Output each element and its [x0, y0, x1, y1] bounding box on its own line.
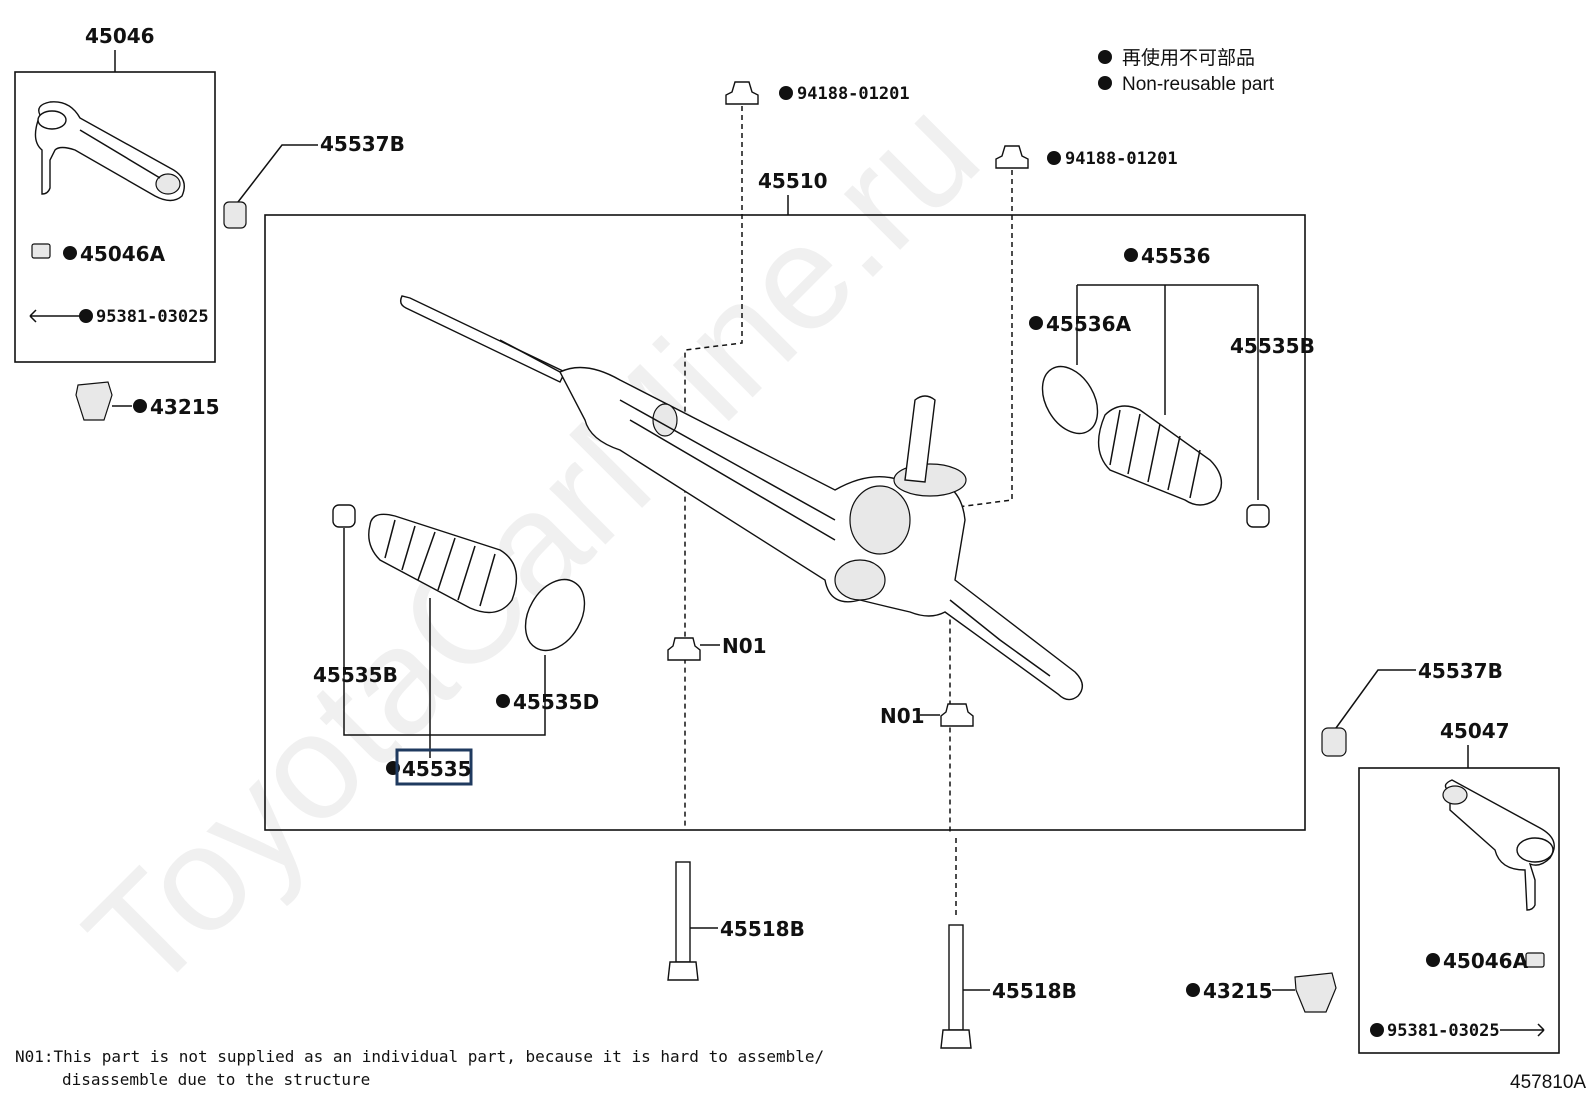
legend-en: Non-reusable part: [1122, 74, 1275, 95]
boot-right-group[interactable]: 45536 45536A 45535B: [1029, 244, 1315, 528]
boot-cap-right-group[interactable]: 43215: [1186, 972, 1337, 1013]
steering-rack-icon[interactable]: [399, 295, 1083, 701]
flange-nut-icon: [725, 81, 759, 105]
legend: 再使用不可部品 Non-reusable part: [1098, 47, 1275, 95]
bushing-left-group[interactable]: 45537B: [223, 132, 405, 229]
mount-nut-icon: [940, 703, 974, 727]
cotter-pin-icon: [29, 309, 80, 323]
boot-icon: [368, 513, 518, 614]
non-reusable-dot-icon: [1098, 50, 1112, 64]
part-label-43215-left[interactable]: 43215: [150, 395, 220, 419]
part-label-45536[interactable]: 45536: [1141, 244, 1211, 268]
nut-right-group[interactable]: 94188-01201: [949, 145, 1178, 835]
part-label-45535B-right[interactable]: 45535B: [1230, 334, 1315, 358]
tie-rod-end-right-icon: [1442, 779, 1555, 911]
tie-rod-end-left-box: [14, 71, 216, 363]
part-label-45518B-left[interactable]: 45518B: [720, 917, 805, 941]
part-label-45536A[interactable]: 45536A: [1046, 312, 1132, 336]
part-label-43215-right[interactable]: 43215: [1203, 979, 1273, 1003]
diagram-code: 457810A: [1510, 1072, 1586, 1093]
tie-rod-end-right-box: [1358, 767, 1560, 1054]
bolt-icon: [948, 924, 964, 1031]
tie-rod-end-left-group[interactable]: 45046 45046A 95381-03025: [14, 24, 216, 363]
flange-nut-icon: [995, 145, 1029, 169]
bushing-right-group[interactable]: 45537B: [1321, 659, 1503, 757]
cotter-pin-icon: [1500, 1023, 1545, 1037]
part-label-45518B-right[interactable]: 45518B: [992, 979, 1077, 1003]
part-label-N01-center[interactable]: N01: [722, 634, 767, 658]
footnote-line-1: N01:This part is not supplied as an indi…: [15, 1047, 824, 1066]
part-label-45537B-left[interactable]: 45537B: [320, 132, 405, 156]
bolt-right-group[interactable]: 45518B: [940, 838, 1077, 1049]
rack-assembly-box: [264, 214, 1306, 831]
part-label-45535D[interactable]: 45535D: [513, 690, 599, 714]
footnote-line-2: disassemble due to the structure: [62, 1070, 370, 1089]
boot-left-group[interactable]: 45535B 45535D 45535: [313, 504, 599, 786]
non-reusable-dot-icon: [1098, 76, 1112, 90]
boot-clamp-ring-icon: [1041, 365, 1099, 435]
part-label-94188-top[interactable]: 94188-01201: [797, 84, 910, 104]
n01-center-group[interactable]: N01: [667, 634, 767, 661]
part-label-45510[interactable]: 45510: [758, 169, 828, 193]
boot-cap-left-group[interactable]: 43215: [75, 381, 220, 421]
boot-icon: [1097, 405, 1223, 506]
tie-rod-end-right-group[interactable]: 45047 45046A 95381-03025: [1358, 719, 1560, 1054]
bolt-icon: [675, 861, 691, 963]
part-label-45046A-right[interactable]: 45046A: [1443, 949, 1529, 973]
part-label-45047[interactable]: 45047: [1440, 719, 1510, 743]
mount-nut-icon: [667, 637, 701, 661]
part-label-45535B-left[interactable]: 45535B: [313, 663, 398, 687]
tie-rod-end-left-icon: [34, 101, 185, 202]
nut-icon: [1525, 952, 1545, 968]
bushing-icon: [1321, 727, 1347, 757]
boot-clamp-ring-icon: [524, 578, 586, 652]
nut-icon: [31, 243, 51, 259]
cap-icon: [1294, 972, 1337, 1013]
part-label-95381-right[interactable]: 95381-03025: [1387, 1021, 1500, 1041]
part-label-45046A-left[interactable]: 45046A: [80, 242, 166, 266]
legend-jp: 再使用不可部品: [1122, 47, 1255, 69]
highlight-box: [395, 748, 473, 786]
part-label-45537B-right[interactable]: 45537B: [1418, 659, 1503, 683]
bushing-icon: [223, 201, 247, 229]
part-label-45046[interactable]: 45046: [85, 24, 155, 48]
nut-top-group[interactable]: 94188-01201: [684, 81, 910, 830]
part-label-95381-left[interactable]: 95381-03025: [96, 307, 209, 327]
clamp-small-icon: [332, 504, 356, 528]
n01-lower-group[interactable]: N01: [880, 703, 974, 728]
part-label-45535[interactable]: 45535: [402, 757, 472, 781]
part-label-94188-right[interactable]: 94188-01201: [1065, 149, 1178, 169]
part-label-N01-lower[interactable]: N01: [880, 704, 925, 728]
clamp-small-icon: [1246, 504, 1270, 528]
cap-icon: [75, 381, 113, 421]
bolt-left-group[interactable]: 45518B: [667, 861, 805, 981]
